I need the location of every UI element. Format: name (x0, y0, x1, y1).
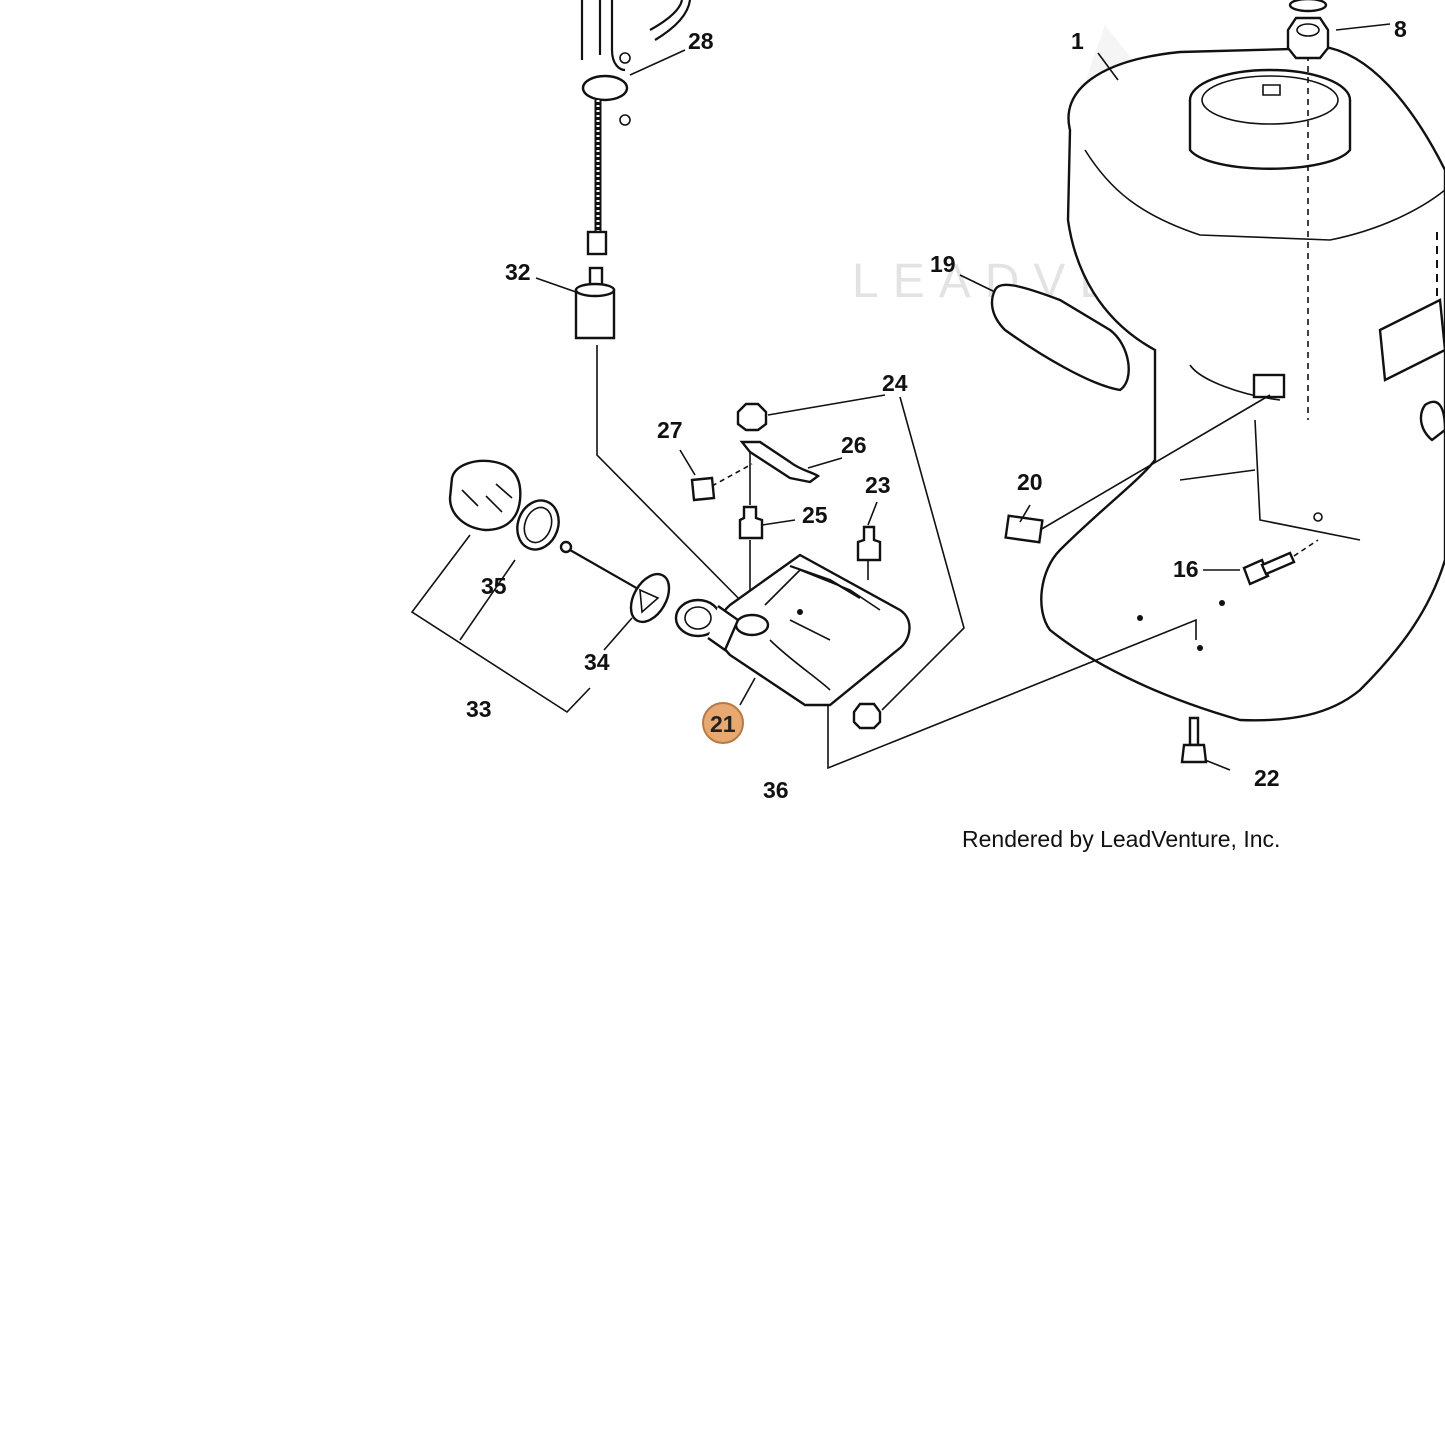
label-part-20-drawing (1004, 514, 1044, 544)
part-label-25[interactable]: 25 (802, 502, 828, 528)
part-label-19[interactable]: 19 (930, 251, 956, 277)
bracket-part-21-drawing (674, 553, 911, 707)
part-label-33[interactable]: 33 (466, 696, 492, 722)
part-label-21[interactable]: 21 (710, 711, 736, 737)
part-label-27[interactable]: 27 (657, 417, 683, 443)
fuel-cap-drawing (448, 459, 671, 624)
bolt-part-22-drawing (1180, 716, 1208, 764)
leader-lines (410, 23, 1391, 771)
part-label-26[interactable]: 26 (841, 432, 867, 458)
fuel-tank-drawing (990, 46, 1445, 722)
fuel-line-drawing (574, 0, 751, 611)
nut-part-8-drawing (1286, 0, 1330, 60)
part-label-32[interactable]: 32 (505, 259, 531, 285)
part-label-23[interactable]: 23 (865, 472, 891, 498)
part-label-22[interactable]: 22 (1254, 765, 1280, 791)
part-label-36[interactable]: 36 (763, 777, 789, 803)
hardware-drawing (690, 402, 882, 730)
highlight-marker (702, 702, 744, 744)
part-labels: 1 8 16 19 20 21 22 23 24 25 26 27 28 32 … (466, 16, 1407, 803)
part-label-24[interactable]: 24 (882, 370, 908, 396)
part-label-1[interactable]: 1 (1071, 28, 1084, 54)
render-credit: Rendered by LeadVenture, Inc. (962, 826, 1280, 852)
bolt-part-16-drawing (1242, 539, 1319, 586)
part-label-28[interactable]: 28 (688, 28, 714, 54)
part-label-8[interactable]: 8 (1394, 16, 1407, 42)
part-label-34[interactable]: 34 (584, 649, 610, 675)
part-label-16[interactable]: 16 (1173, 556, 1199, 582)
part-label-35[interactable]: 35 (481, 573, 507, 599)
part-label-20[interactable]: 20 (1017, 469, 1043, 495)
